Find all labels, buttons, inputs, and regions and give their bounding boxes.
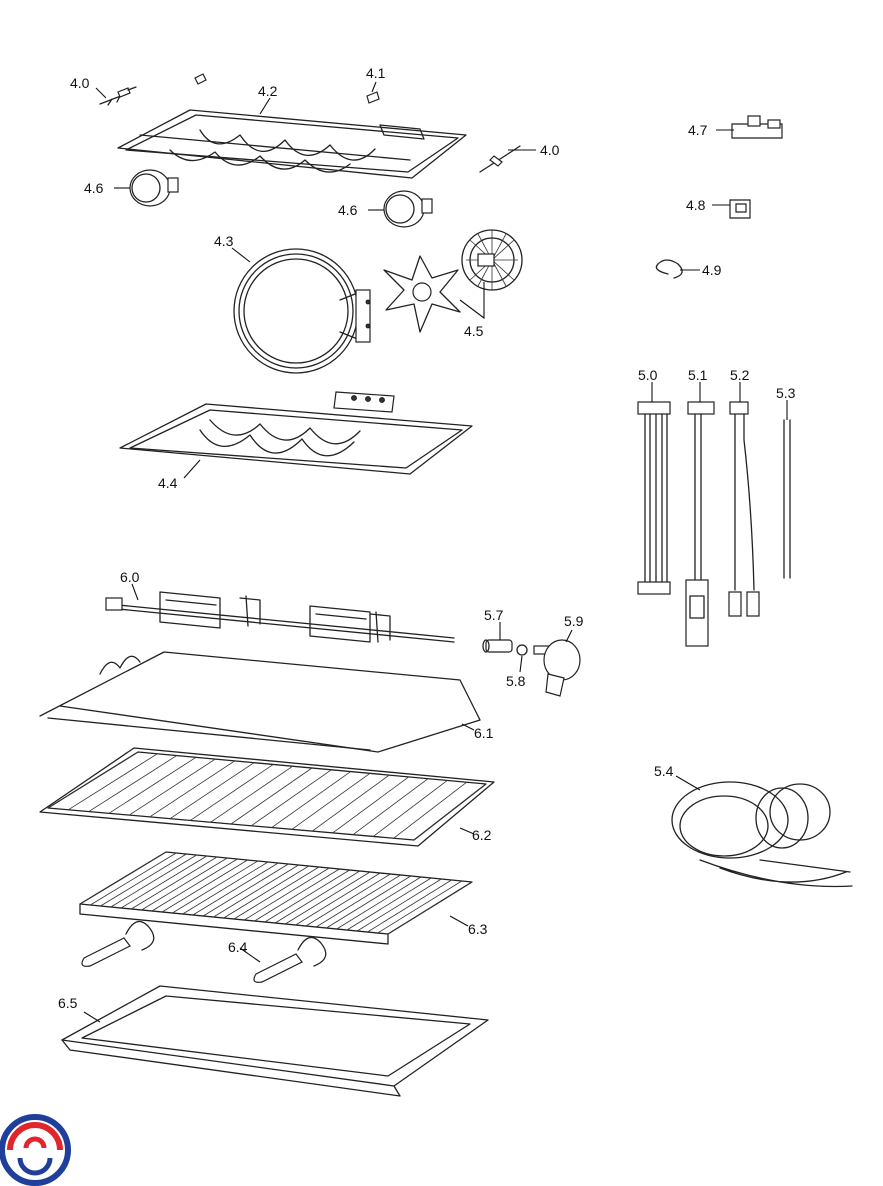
part-6-3-grill-tray-rack: [79, 851, 473, 945]
part-labels: 4.0 4.1 4.2 4.0 4.6 4.6 4.3 4.5 4.4 4.7 …: [58, 65, 796, 1011]
part-4-9-spring-clip: [655, 259, 683, 279]
brand-swirl-logo: [0, 1114, 71, 1186]
part-5-0-wire-harness: [637, 401, 671, 595]
label-4-6-right: 4.6: [338, 202, 358, 218]
part-4-8-connector: [729, 199, 751, 219]
label-4-8: 4.8: [686, 197, 706, 213]
label-4-6-left: 4.6: [84, 180, 104, 196]
part-4-6-thermostat-left: [129, 169, 179, 207]
part-5-2-wire-harness: [728, 401, 760, 617]
part-5-7-bushing: [482, 639, 513, 653]
leader-lines: [83, 81, 788, 1023]
label-6-3: 6.3: [468, 921, 488, 937]
label-6-2: 6.2: [472, 827, 492, 843]
part-6-4-tray-handle-left: [81, 920, 155, 967]
part-6-4-tray-handle-right: [253, 936, 327, 983]
label-4-1: 4.1: [366, 65, 386, 81]
label-5-1: 5.1: [688, 367, 708, 383]
label-5-3: 5.3: [776, 385, 796, 401]
part-5-8-washer: [516, 644, 528, 656]
part-4-7-terminal-block: [731, 115, 783, 139]
label-4-2: 4.2: [258, 83, 278, 99]
part-4-6-thermostat-right: [383, 190, 433, 228]
label-4-4: 4.4: [158, 475, 178, 491]
label-5-0: 5.0: [638, 367, 658, 383]
label-5-9: 5.9: [564, 613, 584, 629]
part-6-1-wire-rack-frame: [39, 651, 481, 753]
part-5-9-rotisserie-motor: [533, 639, 581, 697]
label-4-0-right: 4.0: [540, 142, 560, 158]
part-5-3-wire: [783, 419, 791, 579]
part-4-0-sensor-right: [479, 145, 521, 173]
label-6-0: 6.0: [120, 569, 140, 585]
label-4-9: 4.9: [702, 262, 722, 278]
part-6-5-baking-tray: [61, 985, 489, 1097]
label-4-5: 4.5: [464, 323, 484, 339]
part-small-clip: [194, 73, 207, 85]
part-4-5-fan-blade-and-motor: [383, 229, 523, 333]
label-4-3: 4.3: [214, 233, 234, 249]
part-4-1-clip: [366, 91, 380, 104]
label-4-0-left: 4.0: [70, 75, 90, 91]
label-5-2: 5.2: [730, 367, 750, 383]
label-5-7: 5.7: [484, 607, 504, 623]
part-5-1-wire-harness: [685, 401, 715, 647]
label-5-4: 5.4: [654, 763, 674, 779]
label-6-5: 6.5: [58, 995, 78, 1011]
label-6-4: 6.4: [228, 939, 248, 955]
part-6-2-wire-shelf: [39, 747, 495, 847]
label-6-1: 6.1: [474, 725, 494, 741]
part-5-4-wiring-loom: [671, 781, 853, 888]
label-5-8: 5.8: [506, 673, 526, 689]
part-4-2-top-heating-element: [117, 109, 467, 179]
part-4-0-sensor-left: [99, 86, 137, 106]
part-6-0-rotisserie-spit: [105, 591, 455, 643]
part-4-3-circular-heating-element: [233, 248, 371, 374]
label-4-7: 4.7: [688, 122, 708, 138]
part-4-4-bottom-heating-element: [119, 391, 473, 475]
